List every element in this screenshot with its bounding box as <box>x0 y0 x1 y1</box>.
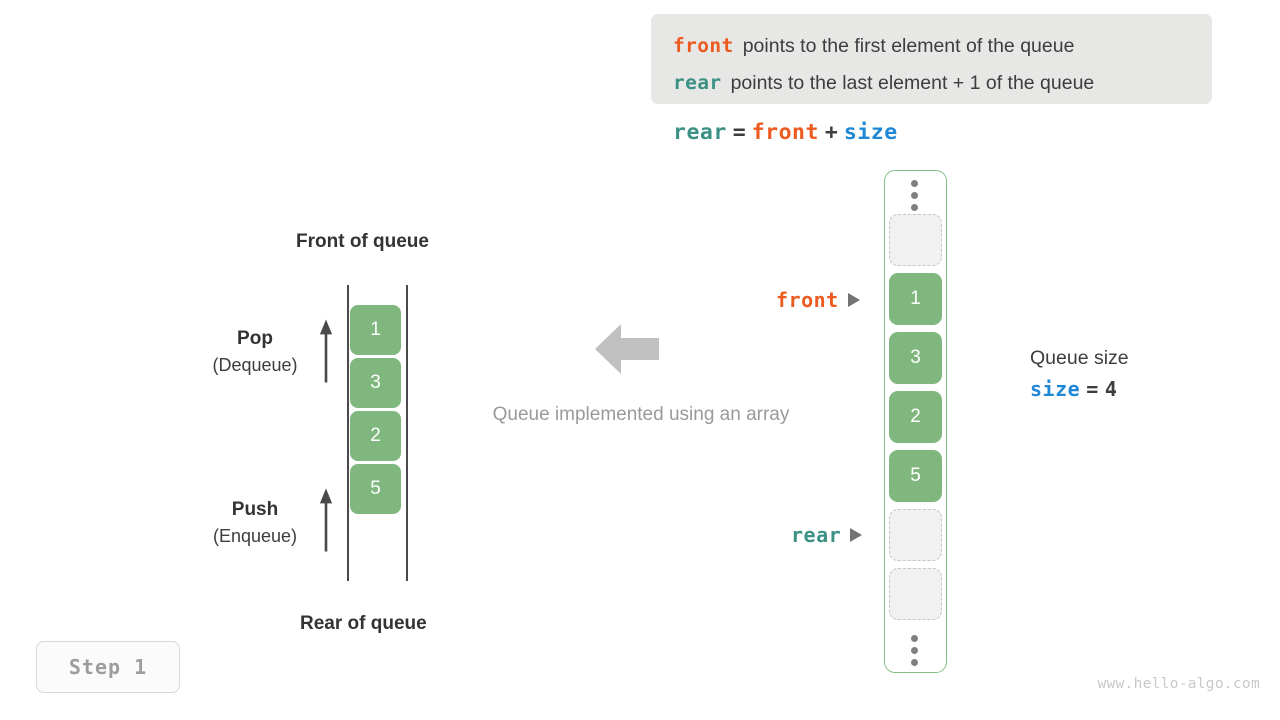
rear-pointer-arrow-icon <box>850 528 863 542</box>
queue-cell: 1 <box>350 305 401 355</box>
pop-operation-subtitle: (Dequeue) <box>212 355 298 375</box>
size-value-number: 4 <box>1104 377 1118 401</box>
array-ellipsis-top <box>910 180 918 211</box>
watermark: www.hello-algo.com <box>1097 676 1260 692</box>
push-operation-name: Push <box>231 499 279 520</box>
formula-front-term: front <box>751 120 819 145</box>
diagram-caption: Queue implemented using an array <box>492 404 790 425</box>
array-slot-empty <box>889 214 942 266</box>
formula-rear-term: rear <box>673 120 727 145</box>
queue-size-block: Queue size size = 4 <box>1030 344 1129 407</box>
pop-operation-name: Pop <box>237 328 273 349</box>
pop-up-arrow-icon <box>319 319 333 383</box>
front-definition-line: front points to the first element of the … <box>673 27 1190 64</box>
rear-of-queue-label: Rear of queue <box>300 613 427 634</box>
pointer-definition-box: front points to the first element of the … <box>651 14 1212 104</box>
queue-rail-left <box>347 285 349 581</box>
array-slot-empty <box>889 509 942 561</box>
queue-rail-right <box>406 285 408 581</box>
rear-definition-text: points to the last element + 1 of the qu… <box>730 72 1095 94</box>
front-definition-text: points to the first element of the queue <box>742 35 1075 57</box>
push-up-arrow-icon <box>319 488 333 552</box>
formula-size-term: size <box>843 120 898 145</box>
array-container <box>884 170 947 673</box>
rear-keyword: rear <box>673 71 722 94</box>
front-pointer-text: front <box>776 288 839 312</box>
rear-definition-line: rear points to the last element + 1 of th… <box>673 64 1190 101</box>
array-slot-filled: 3 <box>889 332 942 384</box>
queue-cell: 3 <box>350 358 401 408</box>
front-pointer-arrow-icon <box>847 293 860 307</box>
queue-cell: 2 <box>350 411 401 461</box>
pop-operation-label: Pop (Dequeue) <box>190 326 320 378</box>
array-slot-filled: 1 <box>889 273 942 325</box>
front-pointer-label: front <box>776 288 860 312</box>
queue-size-caption: Queue size <box>1030 347 1129 369</box>
front-keyword: front <box>673 34 734 57</box>
array-ellipsis-bottom <box>910 635 918 666</box>
push-operation-label: Push (Enqueue) <box>190 497 320 549</box>
formula-plus-sign: + <box>824 120 838 145</box>
array-slot-filled: 2 <box>889 391 942 443</box>
step-badge: Step 1 <box>36 641 180 693</box>
rear-pointer-label: rear <box>791 523 863 547</box>
array-slot-filled: 5 <box>889 450 942 502</box>
queue-size-expression: size = 4 <box>1030 372 1129 407</box>
size-equals-sign: = <box>1086 377 1099 401</box>
left-arrow-icon <box>595 324 659 374</box>
size-variable-name: size <box>1030 377 1081 401</box>
rear-formula: rear = front + size <box>673 120 898 145</box>
push-operation-subtitle: (Enqueue) <box>212 526 298 546</box>
formula-equals-sign: = <box>732 120 746 145</box>
queue-cell: 5 <box>350 464 401 514</box>
front-of-queue-label: Front of queue <box>296 231 429 252</box>
array-slot-empty <box>889 568 942 620</box>
rear-pointer-text: rear <box>791 523 842 547</box>
